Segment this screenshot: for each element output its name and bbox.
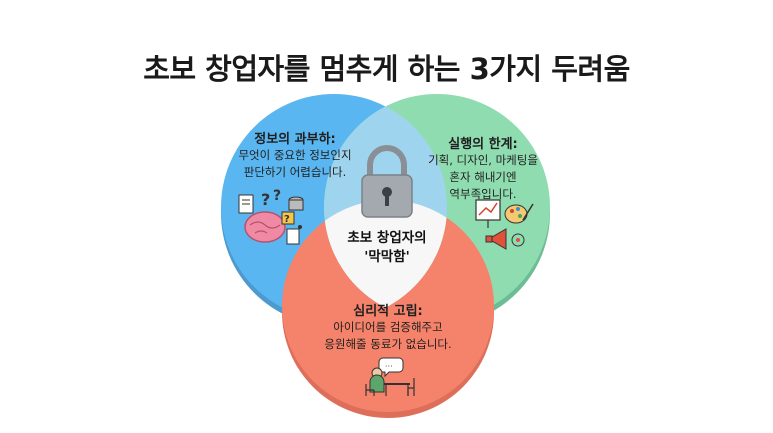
- svg-text:?: ?: [273, 188, 281, 204]
- execution-limit-body-3: 역부족입니다.: [449, 187, 517, 201]
- isolation-body-1: 아이디어를 검증해주고: [333, 320, 443, 334]
- padlock-icon: [361, 145, 413, 218]
- center-label-line1: 초보 창업자의: [347, 230, 427, 246]
- isolation-text: 심리적 고립: 아이디어를 검증해주고 응원해줄 동료가 없습니다.: [313, 300, 463, 353]
- info-overload-body-2: 판단하기 어렵습니다.: [243, 165, 347, 179]
- info-overload-body-1: 무엇이 중요한 정보인지: [238, 148, 352, 162]
- execution-limit-heading: 실행의 한계:: [448, 137, 518, 152]
- chart-palette-megaphone-icon: [475, 199, 534, 250]
- diagram-title: 초보 창업자를 멈추게 하는 3가지 두려움: [143, 52, 630, 86]
- svg-text:?: ?: [261, 190, 270, 209]
- execution-limit-text: 실행의 한계: 기획, 디자인, 마케팅을 혼자 해내기엔 역부족입니다.: [413, 133, 553, 203]
- center-label: 초보 창업자의 '막막함': [327, 229, 447, 267]
- svg-text:···: ···: [385, 362, 393, 371]
- isolation-body-2: 응원해줄 동료가 없습니다.: [324, 337, 452, 351]
- info-overload-text: 정보의 과부하: 무엇이 중요한 정보인지 판단하기 어렵습니다.: [225, 128, 365, 181]
- info-overload-heading: 정보의 과부하:: [254, 132, 336, 147]
- svg-text:?: ?: [284, 214, 290, 225]
- execution-limit-body-2: 혼자 해내기엔: [449, 170, 517, 184]
- lonely-person-at-desk-icon: ···: [365, 357, 415, 396]
- isolation-heading: 심리적 고립:: [353, 304, 423, 319]
- brain-documents-icon: ? ? ?: [238, 188, 304, 245]
- center-label-line2: '막막함': [364, 249, 410, 265]
- execution-limit-body-1: 기획, 디자인, 마케팅을: [428, 153, 538, 167]
